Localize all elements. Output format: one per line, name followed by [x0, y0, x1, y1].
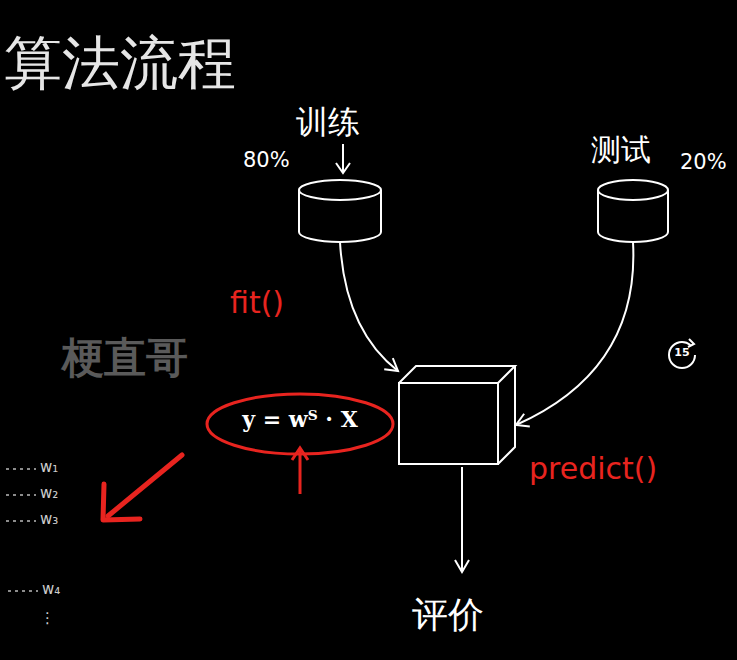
method-label: fit()	[228, 286, 286, 321]
red-pointer	[299, 450, 302, 494]
pointer-arrow	[342, 144, 344, 172]
weight-label: w₂	[40, 485, 58, 502]
red-arrow	[108, 455, 182, 516]
arrow-head	[455, 560, 469, 572]
arrow-head	[336, 163, 350, 173]
ellipsis: ⋮	[40, 610, 55, 627]
node-heading: 测试	[591, 133, 651, 168]
percentage-label: 80%	[243, 148, 290, 172]
weight-label: w₃	[40, 511, 58, 528]
percentage-label: 20%	[680, 150, 727, 174]
title: 算法流程	[4, 30, 236, 97]
arrow-head	[384, 358, 398, 371]
cyl-outline	[597, 180, 669, 242]
cyl-outline	[298, 180, 382, 242]
method-label: predict()	[527, 452, 659, 487]
output-label: 评价	[412, 594, 484, 635]
connector	[516, 242, 633, 425]
arrow-head	[516, 414, 530, 427]
connector	[340, 242, 398, 371]
weight-label: w₄	[42, 581, 60, 598]
dataset-cylinder: 测试20%	[597, 180, 669, 242]
formula-ellipse: y = wᵀ · X	[205, 392, 395, 456]
formula: y = wᵀ · X	[242, 407, 358, 432]
weight-label: w₁	[40, 459, 58, 476]
watermark: 梗直哥	[62, 334, 188, 382]
weight-leaders	[6, 469, 38, 591]
replay-number: 15	[669, 347, 695, 360]
model-box	[398, 365, 516, 465]
cube-outline	[398, 365, 516, 465]
node-heading: 训练	[296, 104, 360, 141]
arrow-head	[103, 484, 140, 520]
dataset-cylinder: 训练80%	[298, 180, 382, 242]
output-arrow	[461, 467, 463, 570]
replay-arrow	[688, 339, 694, 347]
